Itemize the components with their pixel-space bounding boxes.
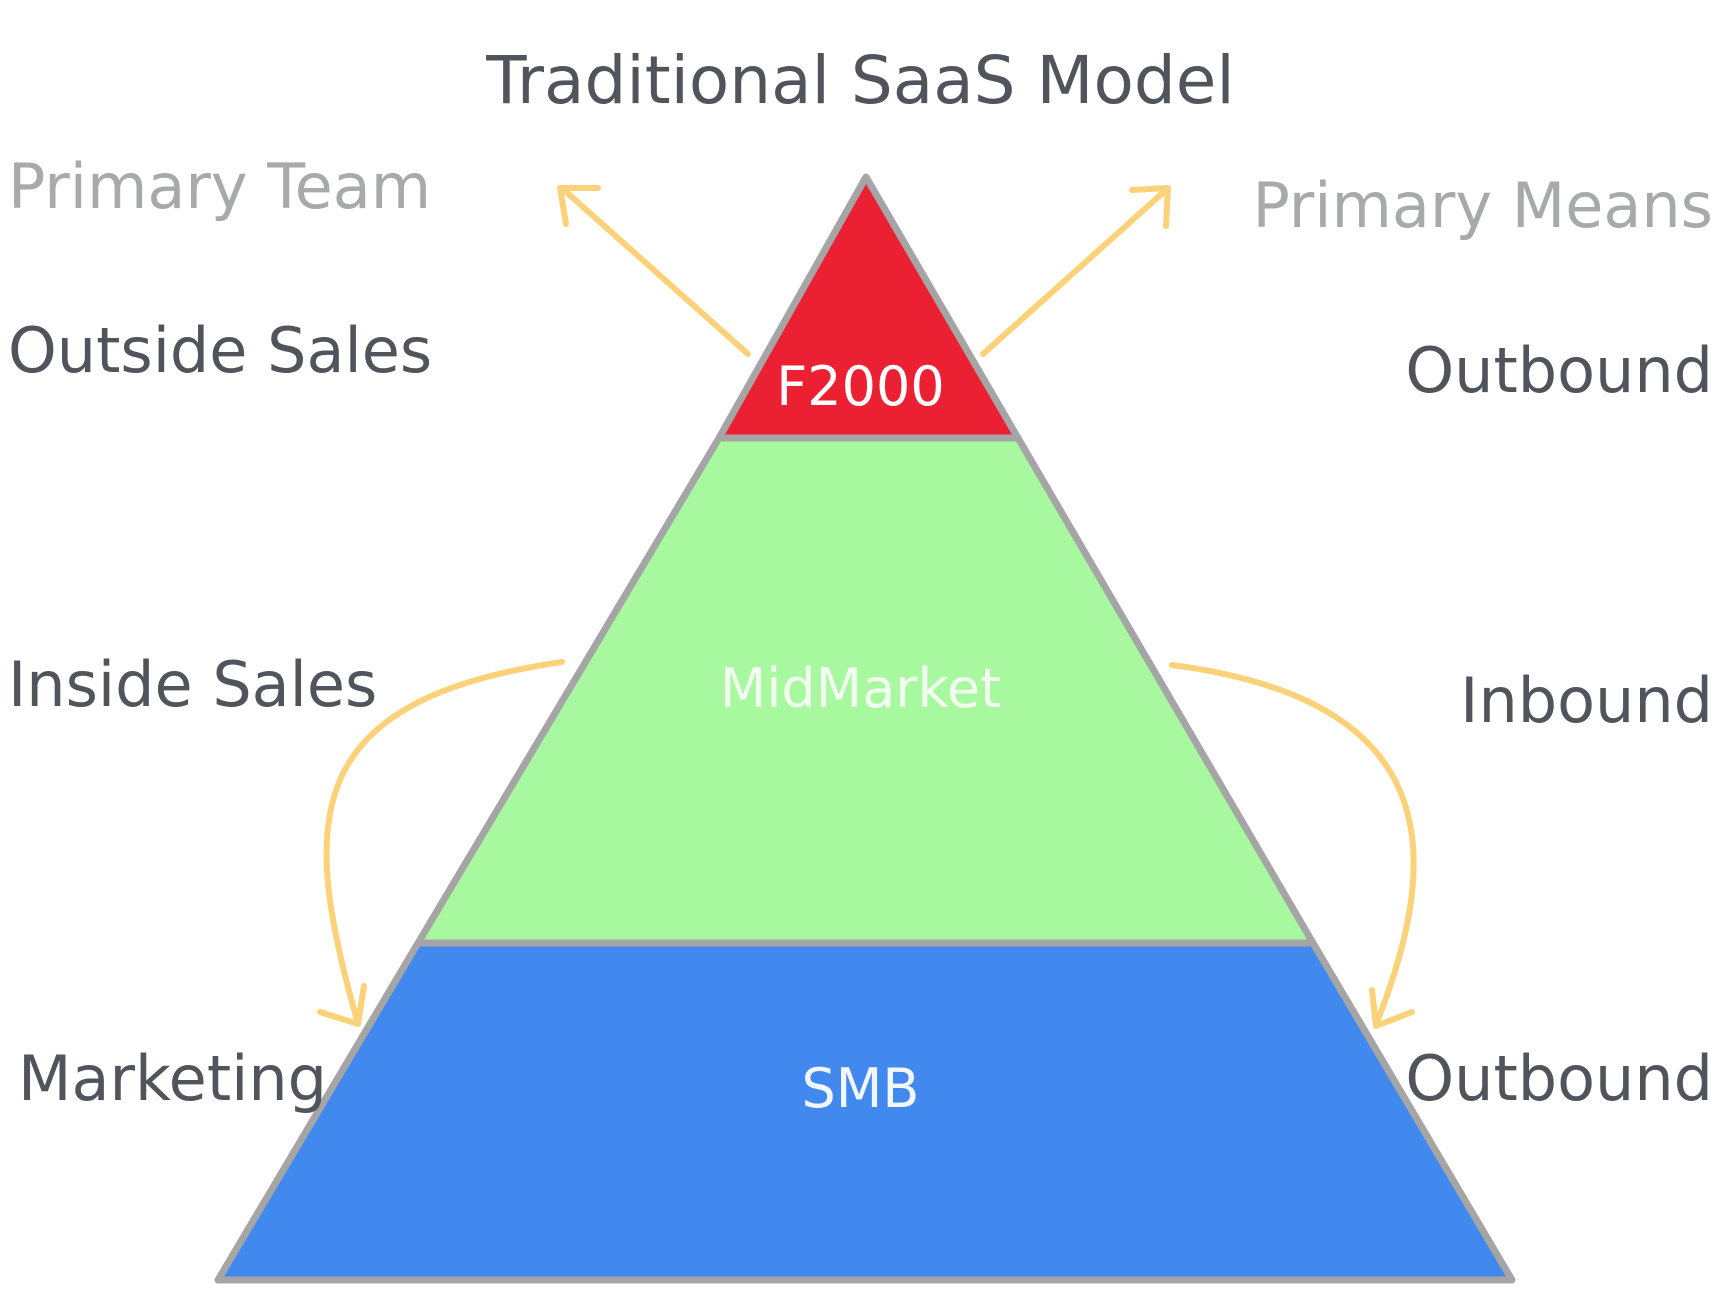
- tier-label-smb: SMB: [801, 1057, 920, 1120]
- primary-team-header: Primary Team: [8, 150, 432, 223]
- team-label-smb: Marketing: [18, 1042, 328, 1115]
- tier-label-midmarket: MidMarket: [719, 657, 1002, 720]
- means-label-smb: Outbound: [1405, 1042, 1713, 1115]
- means-label-midmarket: Inbound: [1460, 664, 1713, 737]
- arrow-up-left-icon: [557, 185, 751, 357]
- primary-means-header: Primary Means: [1252, 169, 1713, 242]
- arrow-curve-down-right-icon: [1169, 662, 1417, 1029]
- means-label-f2000: Outbound: [1405, 334, 1713, 407]
- arrow-curve-down-left-icon: [317, 659, 565, 1027]
- tier-f2000-shape: [715, 173, 1022, 442]
- diagram-title: Traditional SaaS Model: [486, 42, 1235, 119]
- team-label-f2000: Outside Sales: [8, 314, 433, 387]
- team-label-midmarket: Inside Sales: [8, 648, 378, 721]
- arrow-up-right-icon: [980, 185, 1171, 357]
- tier-label-f2000: F2000: [776, 355, 945, 418]
